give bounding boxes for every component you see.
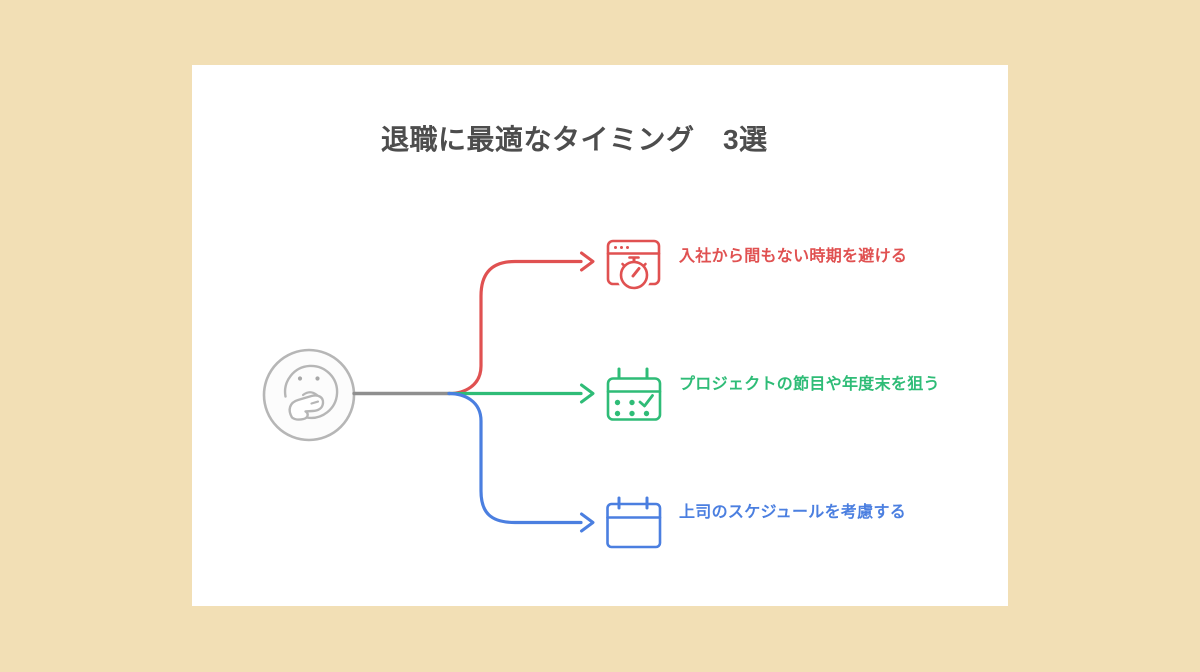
- calendar-day-dot: [614, 399, 621, 406]
- calendar-body: [606, 502, 662, 549]
- thinking-face-icon: [262, 348, 356, 442]
- browser-dot: [614, 246, 617, 249]
- face-outer-circle: [262, 348, 356, 442]
- stopwatch-browser-icon: [606, 239, 661, 293]
- branch-label-boss-schedule: 上司のスケジュールを考慮する: [679, 504, 907, 521]
- calendar-body: [606, 377, 662, 421]
- calendar-icon: [606, 496, 662, 549]
- connector-branch-red: [447, 251, 595, 396]
- red-branch-line: [447, 259, 583, 396]
- calendar-day-dot: [614, 410, 621, 417]
- face-right-eye: [315, 376, 320, 381]
- browser-dot: [626, 246, 629, 249]
- diagram-canvas: [262, 239, 662, 549]
- branch-label-project-milestone: プロジェクトの節目や年度末を狙う: [679, 376, 940, 393]
- calendar-check-icon: [606, 367, 662, 421]
- connector-branch-green: [447, 383, 595, 404]
- red-arrowhead-icon: [580, 251, 595, 272]
- calendar-day-dot: [629, 410, 635, 417]
- blue-branch-line: [447, 391, 583, 525]
- page-title: 退職に最適なタイミング 3選: [381, 124, 768, 155]
- infographic-card: 退職に最適なタイミング 3選: [192, 65, 1008, 606]
- face-left-eye: [297, 376, 303, 381]
- branch-label-avoid-early-period: 入社から間もない時期を避ける: [679, 248, 908, 265]
- stopwatch-needle: [631, 267, 641, 278]
- browser-dot: [620, 246, 623, 249]
- calendar-day-dot: [643, 410, 650, 417]
- calendar-day-dot: [629, 399, 635, 406]
- face-hand-knuckle: [310, 400, 320, 405]
- connector-branch-blue: [447, 391, 595, 533]
- face-head-outline: [283, 364, 339, 420]
- face-frown-mouth: [301, 391, 319, 397]
- blue-arrowhead-icon: [580, 512, 595, 533]
- calendar-check-mark: [638, 394, 654, 408]
- green-arrowhead-icon: [580, 383, 595, 404]
